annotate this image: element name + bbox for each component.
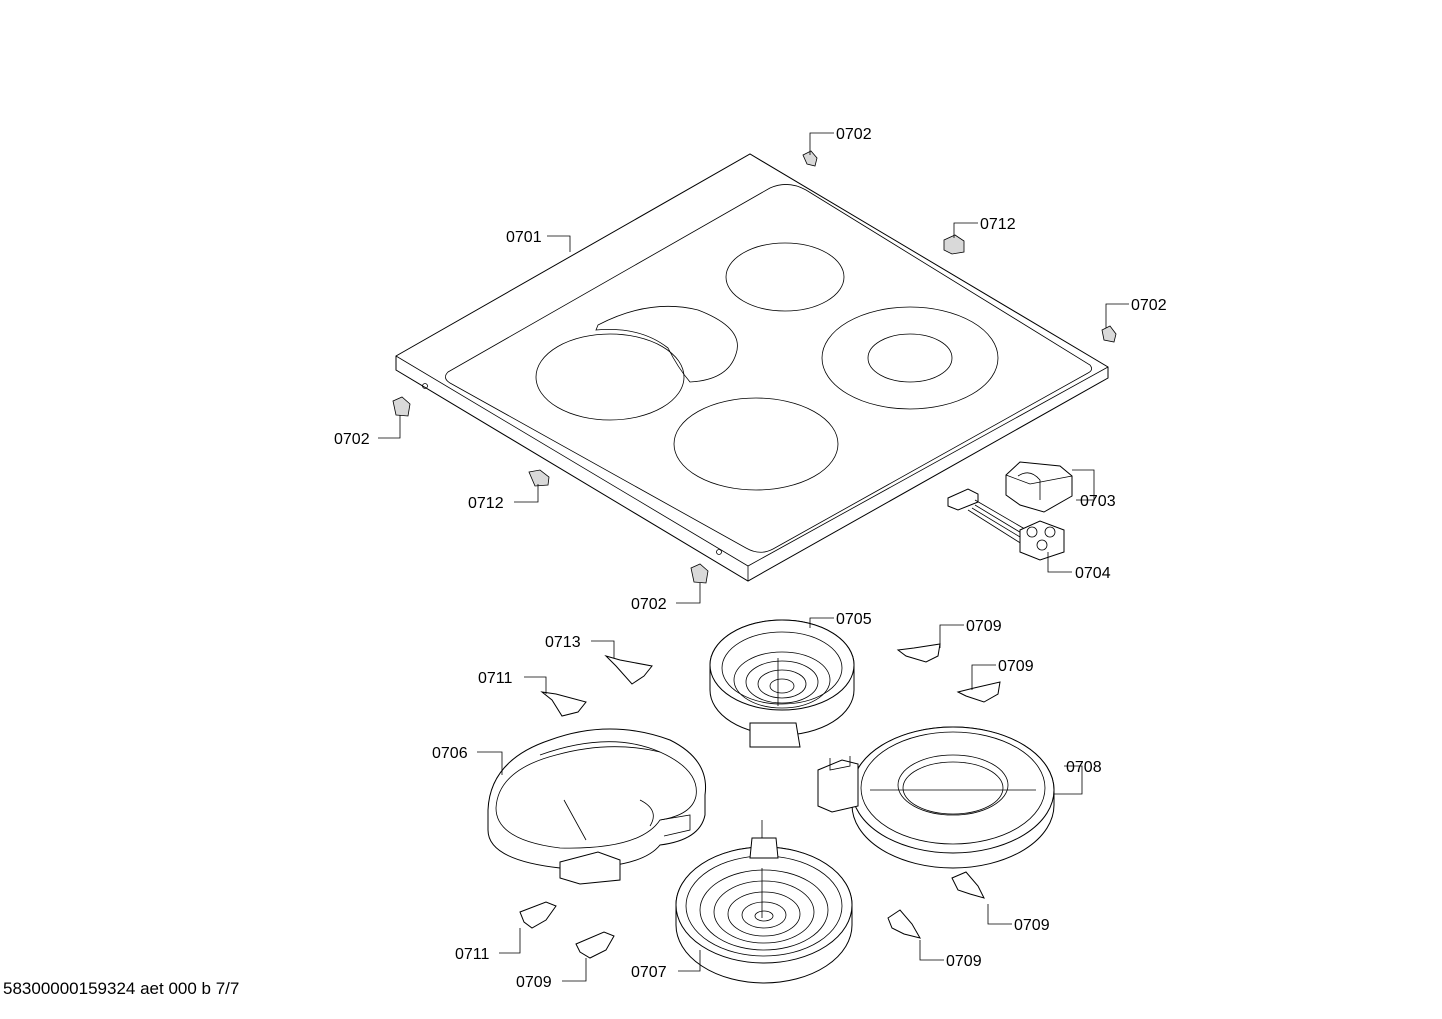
label-0709-d: 0709 [516, 974, 552, 991]
label-0704: 0704 [1075, 565, 1111, 582]
heater-0705 [709, 619, 855, 748]
part-labels: 0702 0712 0701 0702 0702 0712 0703 0704 … [334, 126, 1167, 991]
label-0706: 0706 [432, 745, 468, 762]
label-0705: 0705 [836, 611, 872, 628]
label-0709-c: 0709 [1014, 917, 1050, 934]
bracket-0711-top [540, 691, 587, 717]
label-0702-left: 0702 [334, 431, 370, 448]
hob-glass-top [395, 153, 1109, 582]
label-0702-top: 0702 [836, 126, 872, 143]
heater-0707 [675, 820, 853, 984]
label-0713: 0713 [545, 634, 581, 651]
leader-lines [378, 132, 1129, 982]
heater-0708 [817, 726, 1055, 869]
label-0711-bottom: 0711 [455, 946, 490, 963]
cable-harness [947, 488, 1065, 561]
label-0709-b: 0709 [998, 658, 1034, 675]
label-0701: 0701 [506, 229, 542, 246]
bracket-0709-b [956, 681, 1001, 703]
label-0709-a: 0709 [966, 618, 1002, 635]
bracket-0709-a [896, 643, 941, 663]
sensor-housing [1005, 461, 1073, 513]
label-0702-right: 0702 [1131, 297, 1167, 314]
bracket-0713 [604, 654, 653, 685]
label-0703: 0703 [1080, 493, 1116, 510]
bracket-0709-c [951, 871, 985, 899]
label-0707: 0707 [631, 964, 667, 981]
document-footer-id: 58300000159324 aet 000 b 7/7 [3, 979, 240, 998]
label-0709-e: 0709 [946, 953, 982, 970]
label-0708: 0708 [1066, 759, 1102, 776]
clip-0702-left [392, 396, 411, 417]
heater-0706 [487, 728, 707, 885]
clip-0702-bottom [690, 563, 709, 584]
bracket-0711-bottom [519, 901, 557, 929]
label-0712-top: 0712 [980, 216, 1016, 233]
clip-0702-right [1101, 325, 1117, 343]
label-0711-top: 0711 [478, 670, 513, 687]
label-0712-left: 0712 [468, 495, 504, 512]
bracket-0709-e [887, 909, 922, 939]
clip-0712-top [943, 234, 965, 255]
bracket-0709-d [575, 931, 615, 959]
label-0702-bottom: 0702 [631, 596, 667, 613]
clip-0712-left [528, 469, 550, 487]
